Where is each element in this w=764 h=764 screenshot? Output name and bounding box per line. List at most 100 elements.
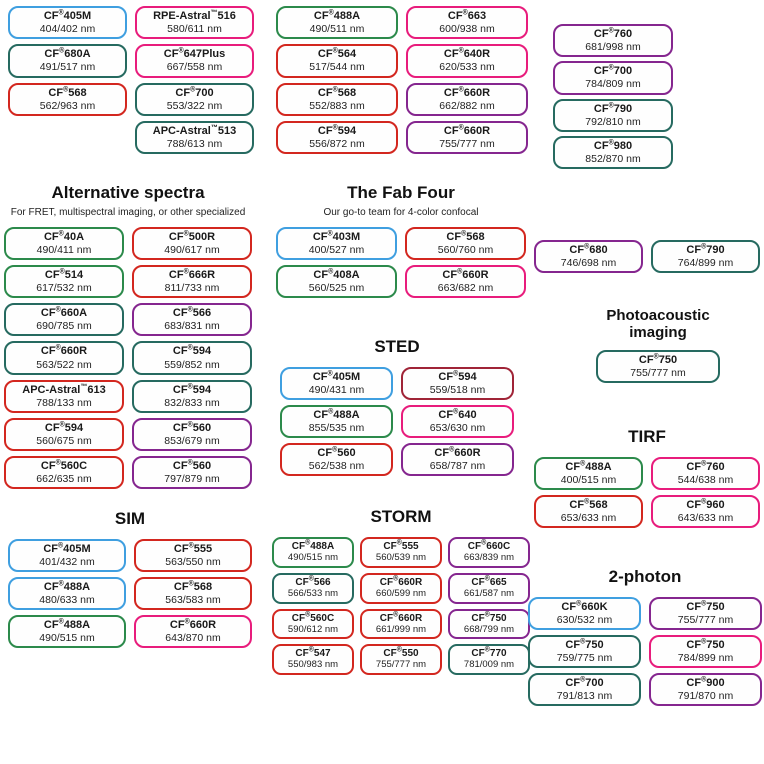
dye-name: CF®660R [434, 446, 481, 460]
dye-column: CF®568 560/760 nm CF®660R 663/682 nm [405, 226, 526, 299]
dye-excitation-emission: 550/983 nm [287, 659, 339, 671]
dye-name: CF®566 [295, 575, 331, 588]
dye-excitation-emission: 517/544 nm [309, 61, 365, 74]
dye-name: CF®594 [172, 344, 212, 358]
dye-name: CF®560C [291, 611, 335, 624]
dye-excitation-emission: 746/698 nm [560, 257, 617, 270]
dye-pill: CF®547 550/983 nm [272, 644, 354, 676]
dye-excitation-emission: 755/777 nm [677, 613, 734, 626]
dye-excitation-emission: 643/870 nm [165, 632, 221, 645]
dye-column: CF®405M 401/432 nm CF®488A 480/633 nm CF… [8, 538, 126, 649]
dye-name: CF®560 [172, 421, 212, 434]
dye-name: CF®566 [172, 306, 212, 320]
dye-name: CF®488A [313, 9, 361, 22]
dye-name: CF®660R [379, 575, 423, 588]
dye-column: RPE-Astral™516 580/611 nm CF®647Plus 667… [135, 6, 254, 154]
dye-pill: APC-Astral™613 788/133 nm [4, 379, 124, 413]
dye-name: CF®680 [569, 243, 608, 256]
dye-column: CF®660C 663/839 nm CF®665 661/587 nm CF®… [448, 536, 530, 676]
dye-column: CF®488A 490/511 nm CF®564 517/544 nm CF®… [276, 6, 398, 154]
dye-column: CF®663 600/938 nm CF®640R 620/533 nm CF®… [406, 6, 528, 154]
dye-column: CF®790 764/899 nm [651, 240, 760, 274]
dye-excitation-emission: 544/638 nm [677, 473, 734, 486]
dye-column: CF®405M 404/402 nm CF®680A 491/517 nm CF… [8, 6, 127, 154]
dye-excitation-emission: 764/899 nm [677, 257, 734, 270]
dye-pill: CF®568 560/760 nm [405, 226, 526, 260]
dye-pill: CF®660A 690/785 nm [4, 303, 124, 337]
dye-pill: CF®568 653/633 nm [534, 494, 643, 529]
dye-excitation-emission: 755/777 nm [375, 659, 427, 671]
dye-pill: CF®700 553/322 nm [135, 82, 254, 116]
dye-pill: CF®760 681/998 nm [553, 24, 673, 58]
dye-name: CF®568 [446, 230, 485, 243]
dye-excitation-emission: 853/679 nm [164, 435, 220, 448]
dye-pill: CF®750 755/777 nm [596, 350, 720, 384]
dye-pill: CF®660R 661/999 nm [360, 608, 442, 640]
dye-excitation-emission: 560/760 nm [437, 243, 494, 256]
dye-pill: CF®660R 660/599 nm [360, 572, 442, 604]
dye-pill: CF®760 544/638 nm [651, 456, 760, 490]
dye-column: CF®760 544/638 nm CF®960 643/633 nm [651, 456, 760, 529]
dye-excitation-emission: 563/550 nm [165, 555, 221, 568]
dye-name: CF®488A [43, 618, 91, 632]
dye-pill: CF®488A 480/633 nm [8, 576, 126, 611]
dye-excitation-emission: 490/431 nm [308, 383, 365, 396]
dye-pill: CF®980 852/870 nm [553, 135, 673, 169]
dye-name: CF®760 [593, 27, 633, 40]
section-storm: STORM CF®488A 490/515 nm CF®566 566/533 … [272, 507, 530, 676]
dye-pill: CF®514 617/532 nm [4, 264, 124, 299]
dye-name: CF®647Plus [163, 47, 226, 61]
section-top-left: CF®405M 404/402 nm CF®680A 491/517 nm CF… [8, 6, 254, 154]
dye-name: CF®660R [443, 85, 491, 99]
dye-excitation-emission: 788/133 nm [36, 396, 92, 409]
dye-name: CF®790 [593, 101, 633, 115]
dye-excitation-emission: 797/879 nm [164, 473, 220, 486]
dye-name: CF®640 [438, 408, 477, 421]
section-title: STORM [370, 507, 432, 526]
dye-pill: CF®408A 560/525 nm [276, 264, 397, 299]
dye-name: CF®770 [471, 647, 507, 660]
dye-pill: CF®660K 630/532 nm [528, 596, 641, 630]
dye-pill: CF®560 853/679 nm [132, 417, 252, 452]
dye-column: CF®405M 490/431 nm CF®488A 855/535 nm CF… [280, 366, 393, 477]
dye-name: CF®660R [40, 344, 88, 358]
dye-name: CF®594 [172, 383, 212, 396]
dye-column: CF®750 755/777 nm CF®750 784/899 nm CF®9… [649, 596, 762, 707]
dye-column: CF®488A 490/515 nm CF®566 566/533 nm CF®… [272, 536, 354, 676]
dye-pill: CF®750 759/775 nm [528, 634, 641, 669]
dye-pill: CF®680 746/698 nm [534, 240, 643, 274]
dye-pill: CF®568 562/963 nm [8, 82, 127, 116]
dye-pill: CF®660R 663/682 nm [405, 264, 526, 299]
dye-excitation-emission: 653/630 nm [429, 422, 486, 435]
dye-pill: CF®488A 490/515 nm [8, 615, 126, 649]
dye-excitation-emission: 792/810 nm [585, 115, 641, 128]
dye-excitation-emission: 781/009 nm [463, 659, 515, 671]
dye-column: CF®403M 400/527 nm CF®408A 560/525 nm [276, 226, 397, 299]
dye-excitation-emission: 620/533 nm [439, 61, 495, 74]
dye-name: CF®760 [686, 460, 725, 473]
dye-column: CF®680 746/698 nm [534, 240, 643, 274]
dye-pill: CF®40A 490/411 nm [4, 226, 124, 260]
dye-pill: CF®488A 855/535 nm [280, 404, 393, 439]
dye-column: CF®660K 630/532 nm CF®750 759/775 nm CF®… [528, 596, 641, 707]
dye-name: CF®488A [313, 408, 360, 421]
dye-name: CF®666R [168, 268, 216, 281]
dye-excitation-emission: 784/899 nm [677, 652, 734, 665]
dye-pill: CF®770 781/009 nm [448, 644, 530, 676]
dye-pill: CF®594 559/518 nm [401, 366, 514, 400]
dye-pill: CF®500R 490/617 nm [132, 226, 252, 260]
dye-name: RPE-Astral™516 [153, 9, 236, 22]
dye-name: CF®900 [686, 676, 725, 690]
dye-excitation-emission: 552/883 nm [309, 99, 365, 112]
dye-column: CF®555 560/539 nm CF®660R 660/599 nm CF®… [360, 536, 442, 676]
dye-pill: CF®405M 404/402 nm [8, 6, 127, 40]
dye-name: CF®555 [383, 539, 419, 552]
dye-column: CF®760 681/998 nm CF®700 784/809 nm CF®7… [553, 24, 673, 169]
dye-name: CF®660A [40, 306, 88, 320]
dye-name: CF®403M [312, 230, 361, 243]
dye-pill: CF®560 797/879 nm [132, 456, 252, 490]
dye-name: APC-Astral™613 [22, 383, 106, 396]
dye-excitation-emission: 600/938 nm [439, 23, 495, 36]
dye-name: CF®488A [565, 460, 612, 473]
